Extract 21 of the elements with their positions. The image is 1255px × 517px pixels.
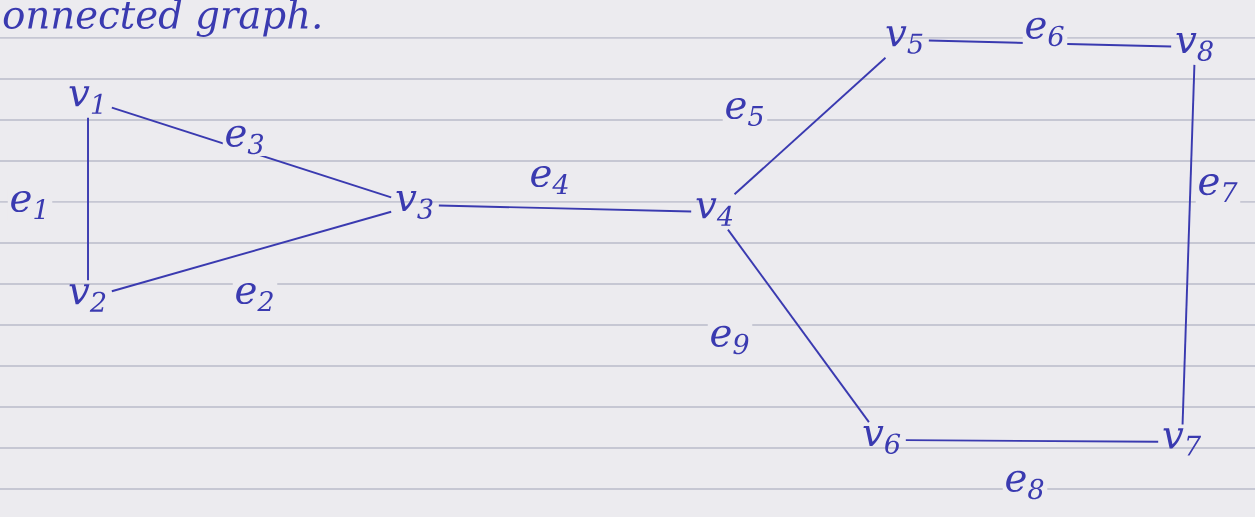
edge bbox=[904, 439, 1160, 443]
edge-label: e$_{1}$ bbox=[7, 189, 53, 221]
vertex-label: v$_{4}$ bbox=[696, 198, 733, 226]
edge-label: e$_{7}$ bbox=[1195, 172, 1241, 204]
edge-label: e$_{4}$ bbox=[527, 164, 573, 196]
edge-label: e$_{5}$ bbox=[722, 96, 768, 128]
edge bbox=[437, 204, 693, 213]
vertex-label: v$_{3}$ bbox=[396, 191, 433, 219]
edge bbox=[87, 116, 89, 282]
edge bbox=[726, 228, 870, 424]
vertex-label: v$_{6}$ bbox=[863, 426, 901, 454]
vertex-label: v$_{1}$ bbox=[69, 86, 102, 114]
vertex-label: v$_{7}$ bbox=[1163, 428, 1202, 456]
edge bbox=[110, 210, 393, 293]
edge bbox=[733, 56, 887, 196]
edge-label: e$_{2}$ bbox=[232, 281, 278, 313]
edge bbox=[1181, 63, 1196, 426]
vertex-label: v$_{8}$ bbox=[1176, 33, 1213, 61]
title: onnected graph. bbox=[3, 0, 320, 37]
vertex-label: v$_{5}$ bbox=[886, 26, 923, 54]
vertex-label: v$_{2}$ bbox=[69, 284, 106, 312]
